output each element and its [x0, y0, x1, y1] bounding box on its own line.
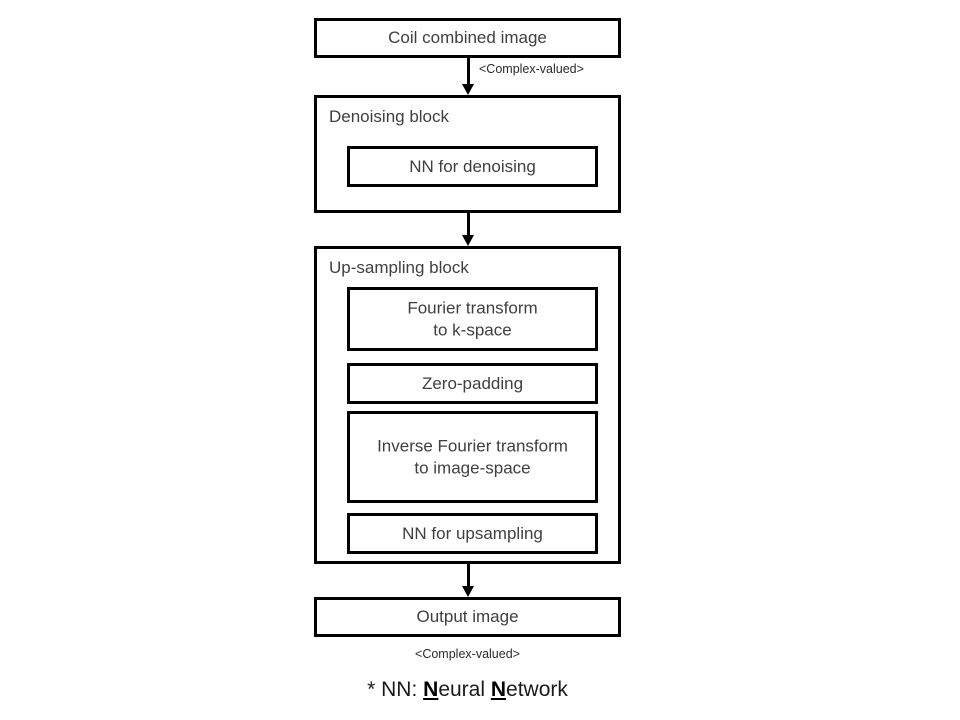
arrow-coil-to-denoising: [462, 58, 474, 95]
node-fourier-transform-to-k-space[interactable]: Fourier transform to k-space: [347, 287, 598, 351]
arrow-head: [462, 84, 474, 95]
footnote-word1: eural: [438, 678, 491, 701]
arrow-denoising-to-upsampling: [462, 213, 474, 247]
node-inverse-fourier-transform-to-image-space-label: Inverse Fourier transform to image-space: [377, 436, 568, 477]
footnote-prefix: * NN:: [367, 678, 424, 701]
arrow-head: [462, 235, 474, 246]
node-nn-for-denoising-label: NN for denoising: [409, 156, 536, 176]
node-upsampling-block-title: Up-sampling block: [329, 258, 469, 277]
node-coil-combined-image[interactable]: Coil combined image: [314, 18, 621, 58]
node-inverse-fourier-transform-to-image-space[interactable]: Inverse Fourier transform to image-space: [347, 411, 598, 503]
node-nn-for-denoising[interactable]: NN for denoising: [347, 146, 598, 187]
node-nn-for-upsampling-label: NN for upsampling: [402, 523, 543, 543]
node-fourier-transform-to-k-space-label: Fourier transform to k-space: [407, 298, 538, 339]
arrow-upsampling-to-output: [462, 564, 474, 598]
node-denoising-block-title: Denoising block: [329, 107, 450, 126]
node-output-image[interactable]: Output image: [314, 597, 621, 637]
footnote-word2: etwork: [506, 678, 568, 701]
output-caption-complex-valued: <Complex-valued>: [415, 647, 520, 661]
footnote-highlight-n2: N: [490, 678, 507, 701]
arrow-shaft: [467, 213, 470, 236]
footnote-nn-definition: * NN: Neural Network: [260, 678, 675, 702]
node-nn-for-upsampling[interactable]: NN for upsampling: [347, 513, 598, 554]
node-zero-padding[interactable]: Zero-padding: [347, 363, 598, 404]
node-zero-padding-label: Zero-padding: [421, 373, 524, 393]
node-output-image-label: Output image: [416, 607, 519, 627]
arrow-shaft: [467, 564, 470, 587]
edge-label-complex-valued-input: <Complex-valued>: [479, 62, 584, 76]
node-coil-combined-image-label: Coil combined image: [388, 28, 547, 48]
arrow-head: [462, 586, 474, 597]
arrow-shaft: [467, 58, 470, 85]
footnote-highlight-n1: N: [423, 678, 439, 701]
